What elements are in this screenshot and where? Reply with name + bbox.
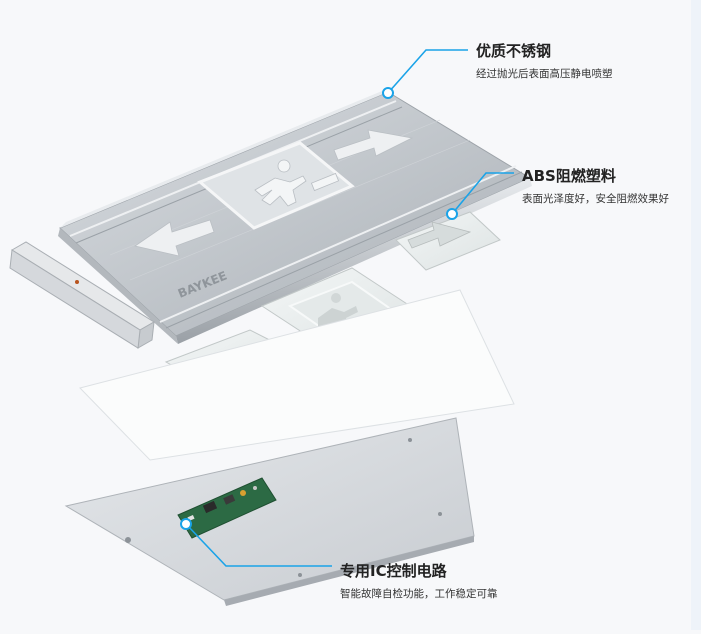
callout-subtitle: 智能故障自检功能，工作稳定可靠 <box>340 588 498 600</box>
end-cap <box>9 241 155 349</box>
callout-ic-circuit: 专用IC控制电路 智能故障自检功能，工作稳定可靠 <box>340 560 498 601</box>
arrow-right-icon <box>333 129 414 161</box>
exit-running-man-icon <box>254 159 340 207</box>
callout-subtitle: 经过抛光后表面高压静电喷塑 <box>476 68 613 80</box>
arrow-left-icon <box>134 219 215 257</box>
steel-housing: BAYKEE <box>58 86 532 344</box>
callout-title: 优质不锈钢 <box>476 42 552 60</box>
diffuser-sheet <box>79 289 515 461</box>
callout-abs-plastic: ABS阻燃塑料 表面光泽度好，安全阻燃效果好 <box>522 165 669 206</box>
callout-leaders <box>185 49 514 567</box>
right-edge-strip <box>691 0 701 630</box>
aluminum-back-plate <box>64 417 475 606</box>
callout-subtitle: 表面光泽度好，安全阻燃效果好 <box>522 193 669 205</box>
callout-markers <box>180 87 458 530</box>
callout-title: ABS阻燃塑料 <box>522 167 616 185</box>
callout-title: 专用IC控制电路 <box>340 562 447 580</box>
callout-stainless-steel: 优质不锈钢 经过抛光后表面高压静电喷塑 <box>476 40 613 81</box>
